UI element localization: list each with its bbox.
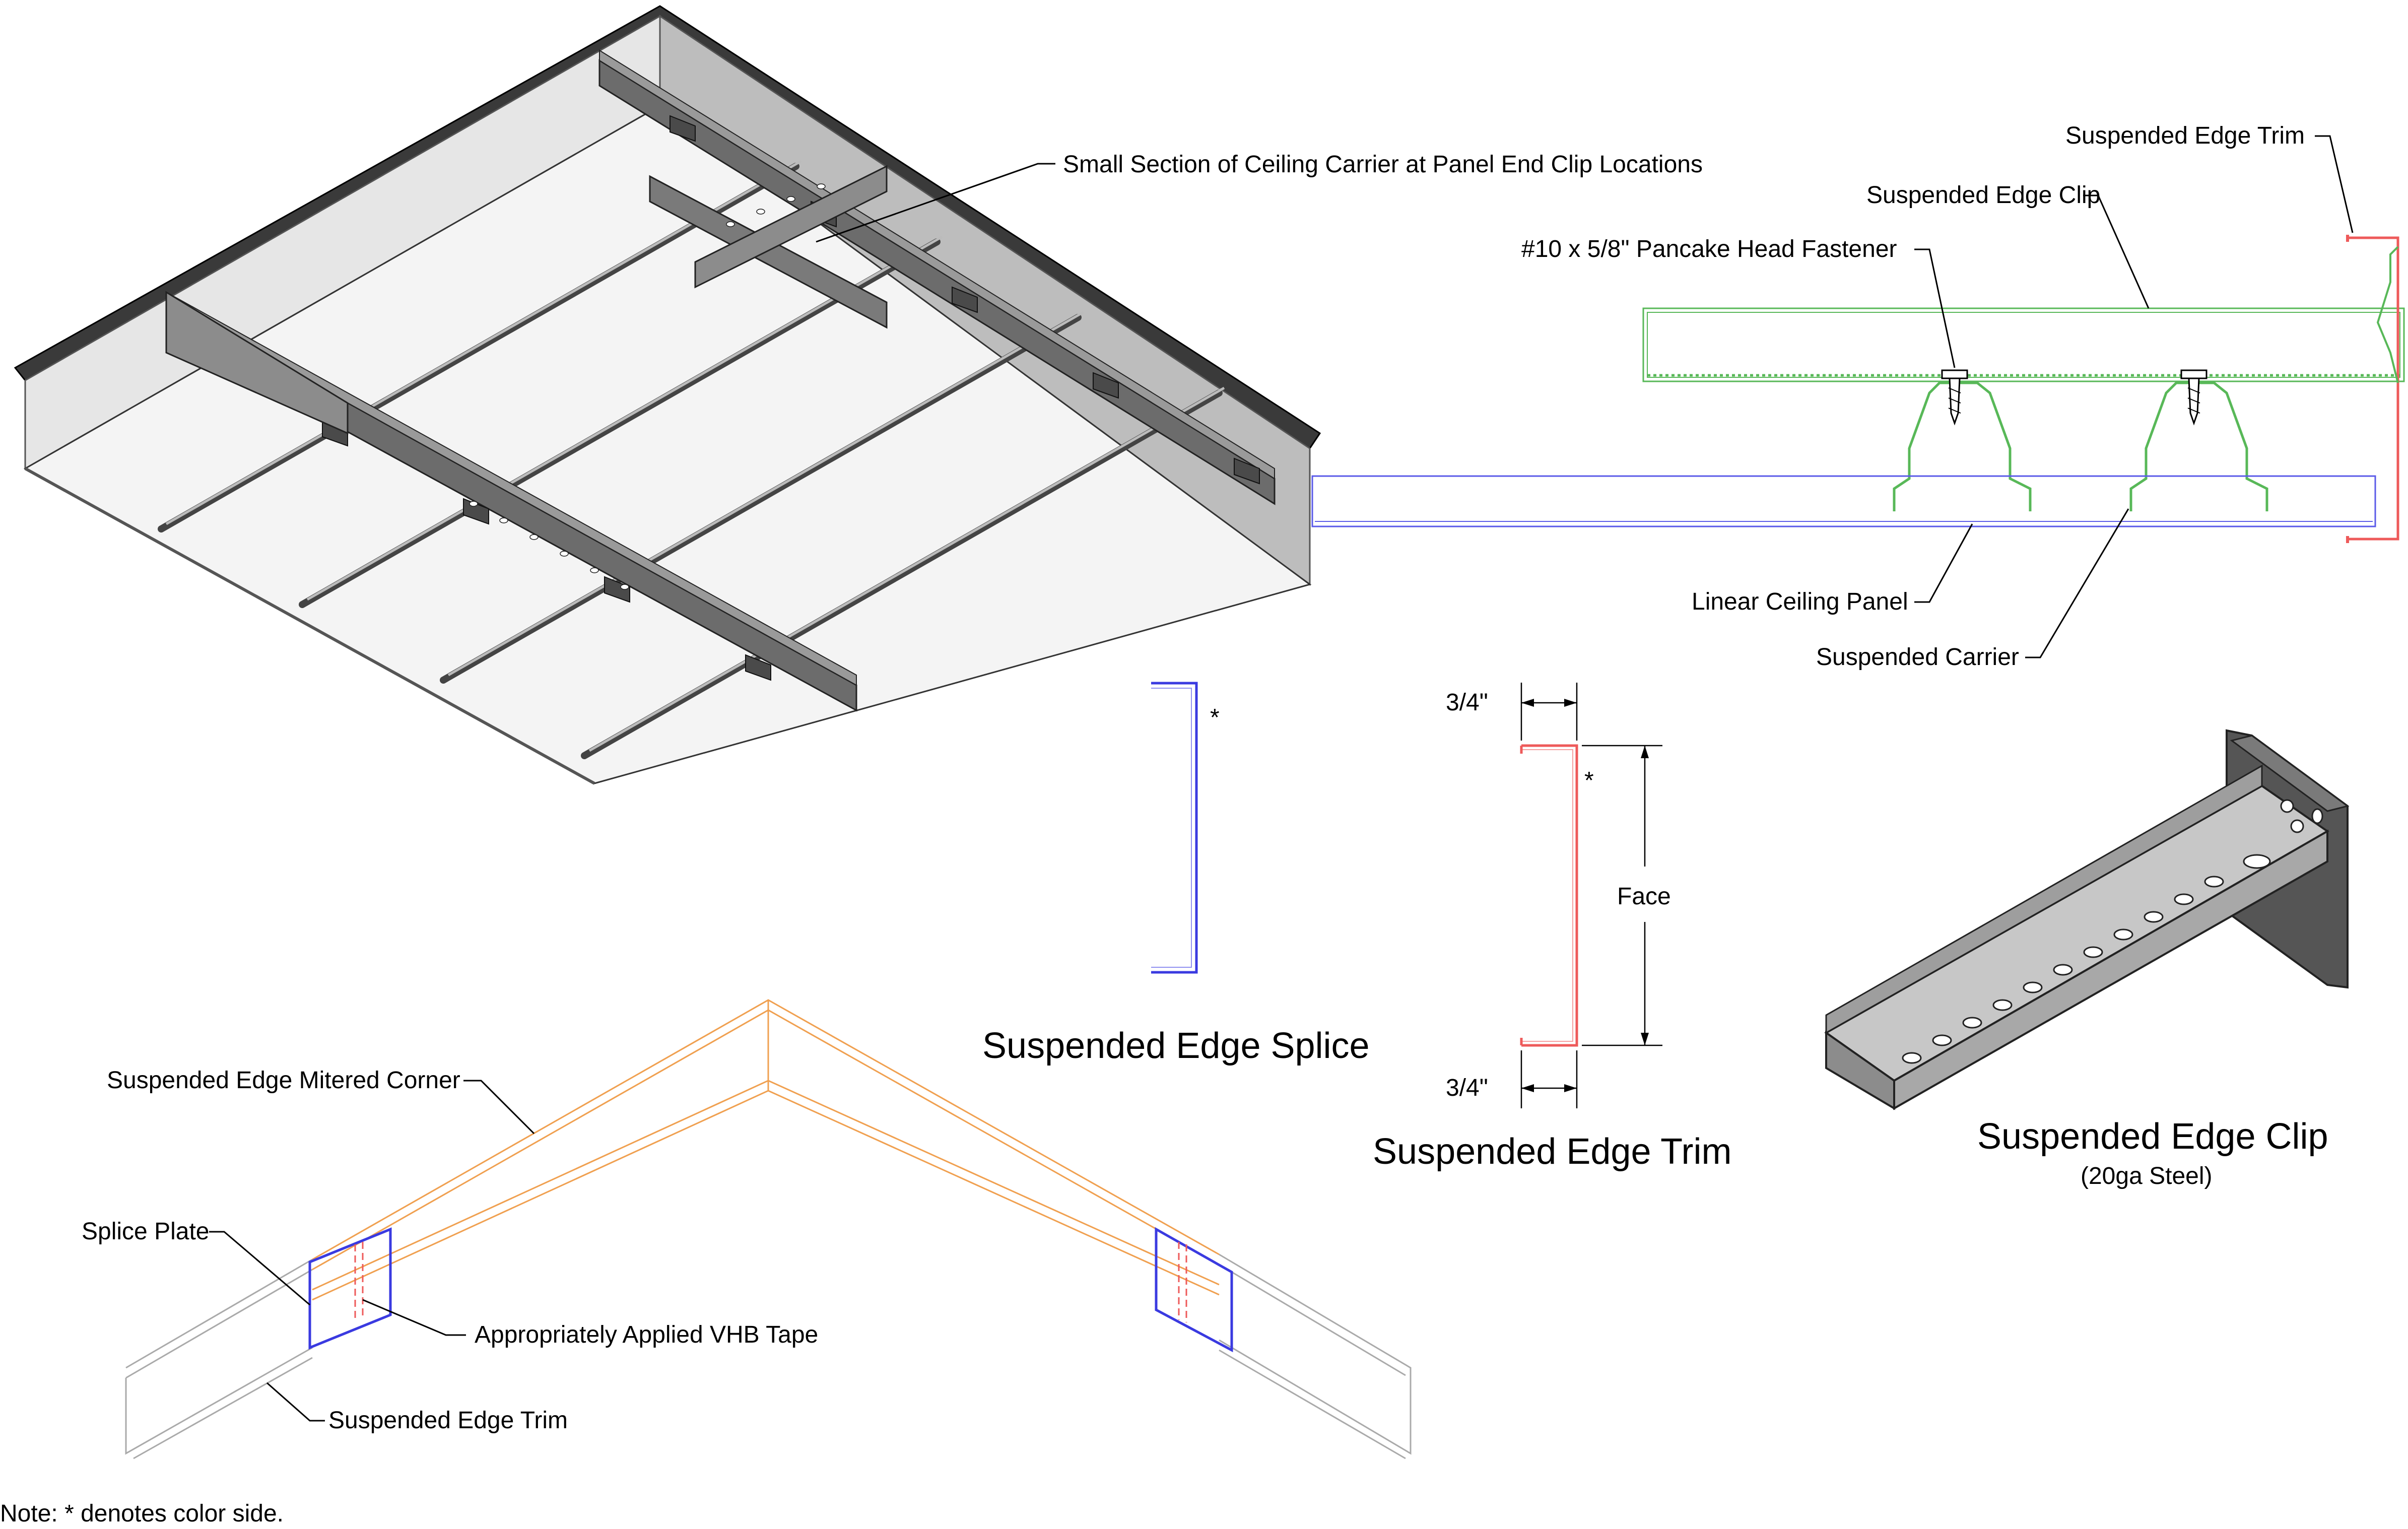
edge-clip-3d — [1824, 729, 2350, 1110]
mitered-corner-assembly — [125, 999, 1412, 1459]
section-view — [1311, 235, 2405, 543]
trim-dimensions — [1520, 683, 1662, 1108]
edge-trim-label: Suspended Edge Trim — [2065, 122, 2305, 149]
linear-panel-label: Linear Ceiling Panel — [1692, 588, 1908, 615]
vhb-tape-label: Appropriately Applied VHB Tape — [475, 1321, 818, 1348]
trim-title: Suspended Edge Trim — [1373, 1132, 1731, 1172]
edge-clip-holes — [1902, 799, 2323, 1064]
mitered-corner-label: Suspended Edge Mitered Corner — [107, 1067, 460, 1094]
linear-panel-leader — [1914, 523, 1973, 603]
edge-clip-right — [694, 165, 888, 289]
clip-title: Suspended Edge Clip — [1977, 1116, 2328, 1157]
iso-callout-leader — [816, 163, 1055, 243]
fastener-label: #10 x 5/8" Pancake Head Fastener — [1521, 236, 1897, 262]
pancake-head-fastener-right — [2180, 369, 2208, 426]
corner-trim-leader — [266, 1382, 325, 1422]
splice-color-side-mark: * — [1210, 704, 1220, 731]
vhb-tape-leader — [362, 1299, 466, 1336]
short-carrier-section — [649, 175, 888, 329]
carrier-label: Suspended Carrier — [1816, 644, 2019, 671]
carrier-leader — [2025, 508, 2129, 658]
edge-clip-left — [165, 291, 349, 435]
carrier-holes — [469, 183, 826, 590]
trim-face-label: Face — [1617, 883, 1671, 910]
corner-trim-label: Suspended Edge Trim — [328, 1407, 568, 1434]
splice-plate-leader — [209, 1231, 310, 1306]
section-edge-clip-shape — [2376, 246, 2399, 383]
color-side-note: Note: * denotes color side. — [0, 1500, 284, 1527]
fastener-leader — [1914, 248, 1956, 368]
trim-dim-top: 3/4" — [1446, 689, 1488, 716]
panel-clip-profile-left — [1893, 381, 2032, 511]
trim-color-side-mark: * — [1584, 767, 1594, 794]
pancake-head-fastener-left — [1941, 369, 1968, 426]
suspended-carrier-shape — [1311, 475, 2376, 527]
iso-callout-label: Small Section of Ceiling Carrier at Pane… — [1063, 151, 1703, 178]
edge-clip-label: Suspended Edge Clip — [1866, 182, 2100, 209]
splice-title: Suspended Edge Splice — [982, 1026, 1370, 1066]
linear-ceiling-panel-shape — [1642, 307, 2405, 382]
suspended-edge-trim-shape — [2348, 236, 2399, 541]
edge-splice-profile — [1151, 682, 1198, 974]
panel-front-edge — [24, 467, 595, 785]
linear-ceiling-panel-inner — [1647, 312, 2400, 378]
edge-clip-leader — [2083, 194, 2150, 309]
carrier-back-top — [599, 49, 1275, 480]
panel-joint-rails — [158, 163, 1223, 759]
edge-trim-leader — [2315, 135, 2354, 233]
trim-dim-bottom: 3/4" — [1446, 1075, 1488, 1101]
clip-subtitle: (20ga Steel) — [2081, 1163, 2213, 1189]
splice-plate-label: Splice Plate — [82, 1218, 209, 1245]
edge-trim-profile — [1520, 744, 1578, 1047]
mitered-corner-leader — [463, 1080, 535, 1135]
isometric-ceiling-assembly — [14, 5, 1321, 785]
